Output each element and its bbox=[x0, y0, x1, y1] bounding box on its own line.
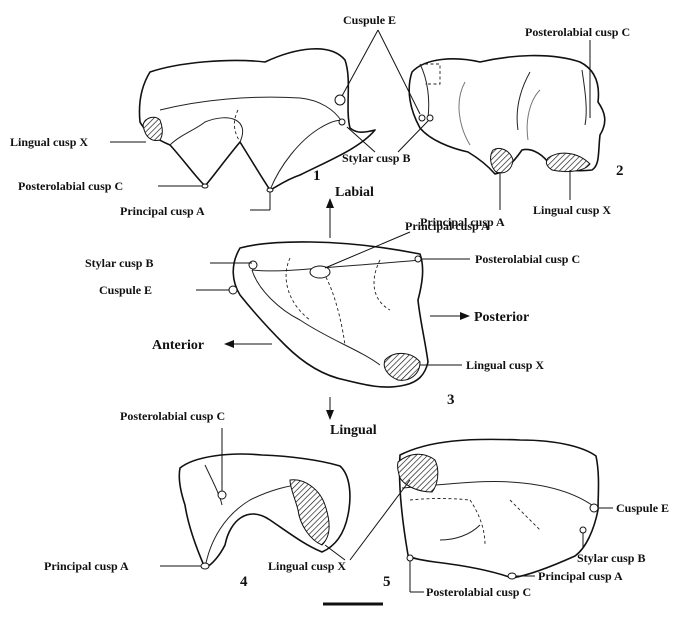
view4-lingual-cusp-x bbox=[289, 479, 330, 546]
view-1 bbox=[138, 48, 376, 193]
view-3 bbox=[228, 241, 429, 388]
label-cuspule-e-top: Cuspule E bbox=[343, 13, 396, 27]
label-stylar-b-view5: Stylar cusp B bbox=[577, 551, 645, 565]
direction-arrows bbox=[224, 198, 470, 420]
view3-lingual-cusp-x bbox=[383, 353, 421, 381]
label-lingual-x-view1: Lingual cusp X bbox=[10, 135, 88, 149]
label-cuspule-e-view5: Cuspule E bbox=[616, 501, 669, 515]
label-lingual-x-view4: Lingual cusp X bbox=[268, 559, 346, 573]
text-labels: Cuspule E Posterolabial cusp C Lingual c… bbox=[10, 13, 669, 599]
leader-lines bbox=[110, 29, 613, 593]
label-posterolabial-c-top: Posterolabial cusp C bbox=[525, 25, 630, 39]
label-principal-a-view4: Principal cusp A bbox=[44, 559, 129, 573]
view1-lingual-cusp-x bbox=[142, 116, 163, 141]
view-number-3: 3 bbox=[447, 392, 455, 408]
label-posterolabial-c-view1: Posterolabial cusp C bbox=[18, 179, 123, 193]
view-4 bbox=[178, 453, 351, 570]
direction-posterior: Posterior bbox=[474, 310, 529, 325]
direction-anterior: Anterior bbox=[152, 338, 204, 353]
view-number-4: 4 bbox=[240, 574, 248, 590]
label-principal-a-view5: Principal cusp A bbox=[538, 569, 623, 583]
view3-principal-cusp-a bbox=[309, 265, 331, 279]
view-5 bbox=[397, 438, 600, 580]
view-number-2: 2 bbox=[616, 163, 624, 179]
label-stylar-b-view1: Stylar cusp B bbox=[342, 151, 410, 165]
view-2 bbox=[408, 54, 606, 175]
label-cuspule-e-view3: Cuspule E bbox=[99, 283, 152, 297]
label-principal-a-view1: Principal cusp A bbox=[120, 204, 205, 218]
label-posterolabial-c-view5: Posterolabial cusp C bbox=[426, 585, 531, 599]
view2-principal-cusp-a bbox=[490, 147, 514, 174]
direction-labial: Labial bbox=[335, 185, 374, 200]
direction-lingual: Lingual bbox=[330, 423, 377, 438]
label-posterolabial-c-view4: Posterolabial cusp C bbox=[120, 409, 225, 423]
label-lingual-x-view2: Lingual cusp X bbox=[533, 203, 611, 217]
view-number-1: 1 bbox=[313, 168, 321, 184]
label-lingual-x-view3: Lingual cusp X bbox=[466, 358, 544, 372]
view2-lingual-cusp-x bbox=[545, 152, 591, 173]
label-principal-a-view3: Principal cusp A bbox=[405, 219, 490, 233]
view-number-5: 5 bbox=[383, 574, 391, 590]
label-stylar-b-view3: Stylar cusp B bbox=[85, 256, 153, 270]
label-posterolabial-c-view3: Posterolabial cusp C bbox=[475, 252, 580, 266]
label-principal-a-view2: Principal cusp A bbox=[420, 215, 505, 229]
